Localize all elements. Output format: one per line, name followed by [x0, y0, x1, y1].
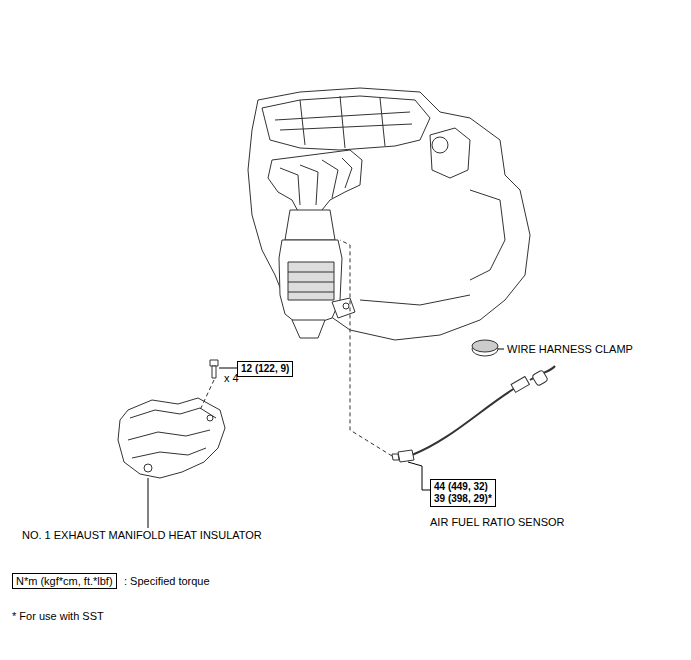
- heat-insulator: [118, 398, 225, 478]
- leader-line: [408, 462, 430, 490]
- part-label: WIRE HARNESS CLAMP: [507, 343, 633, 356]
- part-label: NO. 1 EXHAUST MANIFOLD HEAT INSULATOR: [22, 529, 262, 542]
- torque-box: 44 (449, 32)39 (398, 29)*: [430, 479, 496, 507]
- torque-value: 39 (398, 29)*: [434, 493, 492, 505]
- exhaust-manifold: [268, 150, 362, 215]
- air-fuel-ratio-sensor: [392, 366, 555, 462]
- bolt: [210, 360, 218, 378]
- wire-harness-clamp: [472, 340, 498, 356]
- torque-box: 12 (122, 9): [237, 361, 293, 377]
- guide-line: [340, 240, 392, 456]
- leader-line: [498, 349, 504, 350]
- engine-block: [248, 88, 530, 340]
- leader-line: [148, 478, 149, 528]
- part-label: x 4: [224, 372, 239, 385]
- engine-accessory: [430, 128, 470, 178]
- part-label: * For use with SST: [12, 610, 104, 623]
- torque-value: N*m (kgf*cm, ft.*lbf): [16, 575, 113, 587]
- leader-line: [219, 368, 237, 369]
- catalytic-converter: [279, 240, 342, 322]
- part-label: AIR FUEL RATIO SENSOR: [430, 516, 564, 529]
- torque-value: 12 (122, 9): [241, 363, 289, 375]
- cam-cover: [262, 96, 430, 150]
- torque-value: 44 (449, 32): [434, 481, 492, 493]
- guide-line: [200, 380, 214, 410]
- unit-legend-box: N*m (kgf*cm, ft.*lbf): [12, 573, 117, 589]
- part-label: : Specified torque: [124, 575, 210, 588]
